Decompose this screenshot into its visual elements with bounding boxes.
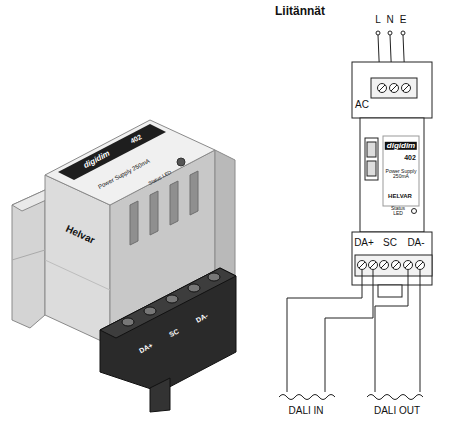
terminal-screw [122, 318, 134, 326]
drawing-stroke [375, 270, 408, 392]
terminal-screw [144, 307, 156, 315]
drawing-stroke [360, 118, 424, 232]
terminal-name: AC [355, 100, 369, 111]
rating-label: Power Supply 250mA [384, 169, 418, 180]
screw-slot [359, 262, 365, 268]
terminal-name: SC [383, 238, 397, 249]
drawing-stroke [420, 270, 421, 392]
drawing-stroke [58, 124, 166, 180]
drawing-stroke [130, 171, 198, 245]
terminal-name: DA- [407, 238, 424, 249]
drawing-stroke [352, 62, 432, 118]
screw-slot [405, 262, 411, 268]
vent-slot [190, 171, 198, 215]
drawing-stroke [279, 395, 335, 400]
terminal-name: E [400, 15, 407, 26]
drawing-stroke [401, 31, 405, 35]
terminal-screw [188, 284, 200, 292]
terminal-screw [166, 295, 178, 303]
led-label: Status LED [387, 206, 409, 217]
drawing-stroke [367, 395, 423, 400]
vent-slot [170, 181, 178, 225]
screw-slot [370, 262, 376, 268]
screw-slot [379, 85, 385, 91]
terminal-name: DA+ [354, 238, 374, 249]
maker-label: HELVAR [388, 193, 412, 199]
drawing-stroke [45, 260, 110, 290]
vent-slot [130, 201, 138, 245]
screw-slot [417, 262, 423, 268]
terminal-screw [378, 84, 387, 93]
terminal-name: L [375, 15, 381, 26]
drawing-stroke [376, 31, 380, 35]
drawing-stroke [177, 158, 185, 166]
terminal-screw [392, 261, 401, 270]
drawing-stroke [371, 78, 417, 98]
drawing-stroke [122, 273, 220, 326]
vent-slot [150, 191, 158, 235]
drawing-stroke [12, 190, 45, 328]
terminal-name: N [386, 15, 393, 26]
drawing-stroke [100, 268, 236, 392]
screw-slot [403, 85, 409, 91]
drawing-stroke [412, 209, 417, 214]
terminal-screw [416, 261, 425, 270]
screw-slot [393, 262, 399, 268]
drawing-stroke [365, 138, 378, 180]
drawing-stroke [388, 31, 392, 35]
wiring-diagram [279, 31, 432, 400]
drawing-stroke [367, 161, 376, 176]
terminal-screw [369, 261, 378, 270]
drawing-stroke [367, 142, 376, 157]
terminal-screw [208, 273, 220, 281]
terminal-screw [390, 84, 399, 93]
screw-slot [381, 262, 387, 268]
cable-label: DALI IN [288, 406, 323, 417]
drawing-stroke [378, 285, 402, 297]
terminal-screw [358, 261, 367, 270]
drawing-stroke [100, 268, 236, 338]
module-photo [12, 120, 236, 412]
drawing-stroke [150, 378, 170, 412]
terminal-screw [404, 261, 413, 270]
screw-slot [391, 85, 397, 91]
brand-label: digidim [385, 142, 417, 150]
title: Liitännät [275, 5, 325, 18]
terminal-screw [402, 84, 411, 93]
drawing-stroke [325, 270, 373, 392]
terminal-screw [380, 261, 389, 270]
model-number: 402 [404, 154, 416, 161]
drawing-stroke [383, 136, 419, 206]
cable-label: DALI OUT [374, 406, 420, 417]
drawing-stroke [12, 250, 45, 260]
